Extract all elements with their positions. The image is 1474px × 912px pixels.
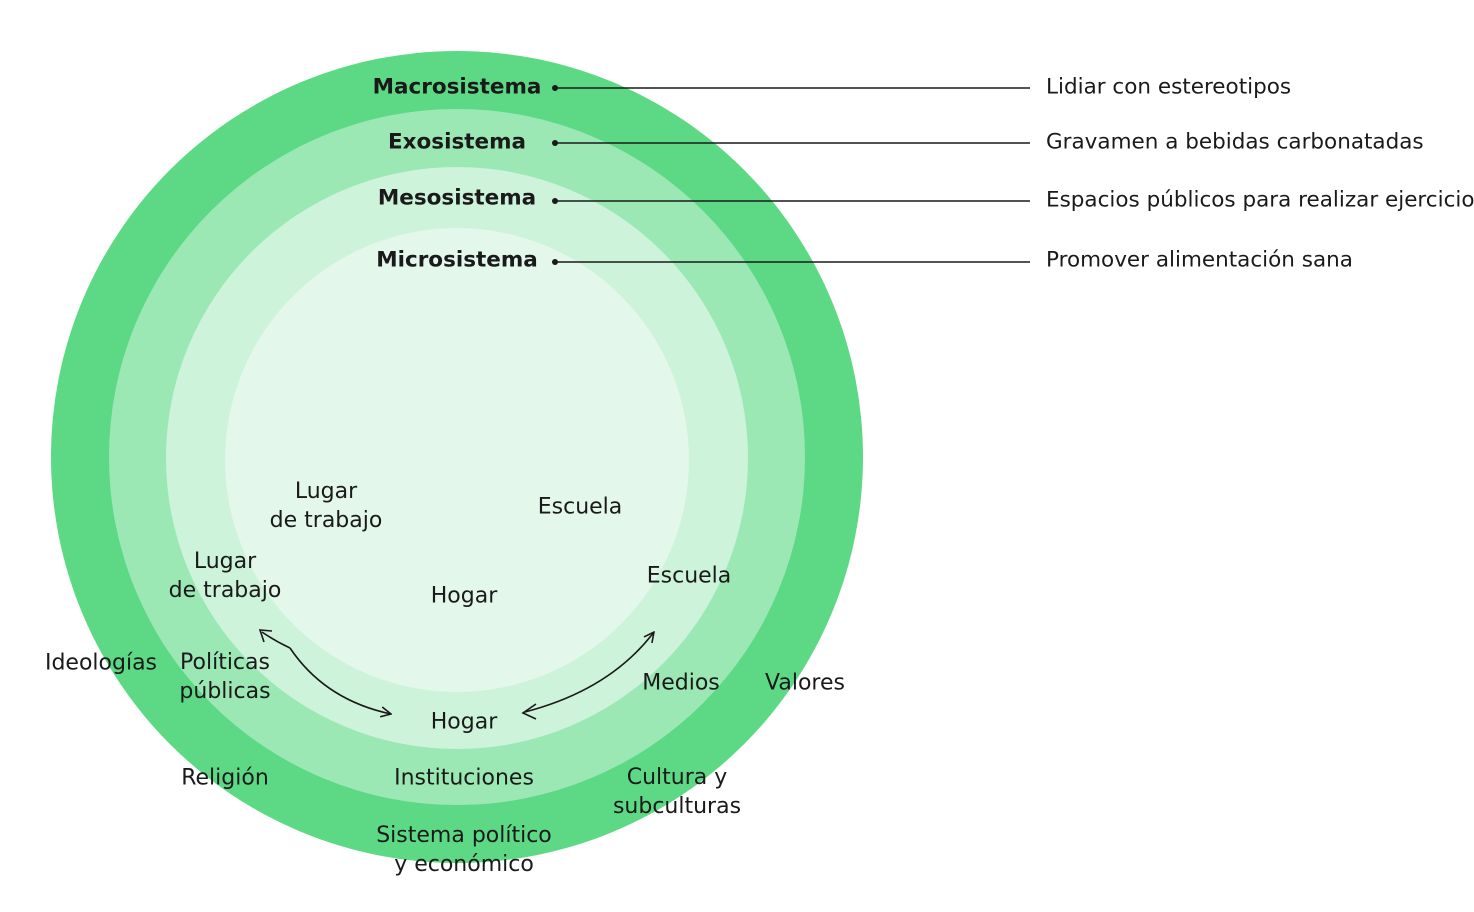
workplace-home-arrow-tail bbox=[261, 631, 291, 649]
leader-dots bbox=[552, 85, 558, 265]
mesosystem-example: Espacios públicos para realizar ejercici… bbox=[1046, 187, 1474, 213]
leader-lines bbox=[555, 87, 1030, 263]
microsystem-circle bbox=[225, 228, 689, 692]
macro-political-system-label: Sistema político y económico bbox=[376, 823, 552, 877]
arrowhead-left bbox=[258, 629, 273, 643]
micro-school-label: Escuela bbox=[537, 494, 623, 520]
meso-home-label: Hogar bbox=[430, 709, 498, 735]
macro-religion-label: Religión bbox=[181, 765, 269, 791]
mesosystem-label: Mesosistema bbox=[377, 185, 537, 211]
meso-workplace-label: Lugar de trabajo bbox=[168, 549, 282, 603]
microsystem-dot bbox=[552, 259, 558, 265]
micro-home-label: Hogar bbox=[430, 583, 498, 609]
microsystem-example: Promover alimentación sana bbox=[1046, 247, 1353, 273]
arrowhead-home-right bbox=[521, 703, 537, 720]
meso-school-label: Escuela bbox=[646, 563, 732, 589]
exo-policies-label: Políticas públicas bbox=[179, 650, 271, 704]
exo-media-label: Medios bbox=[642, 670, 720, 696]
macro-culture-label: Cultura y subculturas bbox=[612, 765, 742, 819]
workplace-home-arrow bbox=[289, 647, 391, 714]
macrosystem-dot bbox=[552, 85, 558, 91]
micro-workplace-label: Lugar de trabajo bbox=[269, 479, 383, 533]
school-home-arrow bbox=[524, 632, 654, 713]
mesosystem-dot bbox=[552, 198, 558, 204]
exosystem-example: Gravamen a bebidas carbonatadas bbox=[1046, 129, 1424, 155]
macrosystem-label: Macrosistema bbox=[372, 74, 542, 100]
macrosystem-example: Lidiar con estereotipos bbox=[1046, 74, 1292, 100]
exosystem-dot bbox=[552, 140, 558, 146]
macro-values-label: Valores bbox=[765, 670, 845, 696]
exo-institutions-label: Instituciones bbox=[394, 765, 534, 791]
exosystem-label: Exosistema bbox=[387, 129, 527, 155]
microsystem-label: Microsistema bbox=[376, 247, 538, 273]
macro-ideologies-label: Ideologías bbox=[44, 650, 158, 676]
